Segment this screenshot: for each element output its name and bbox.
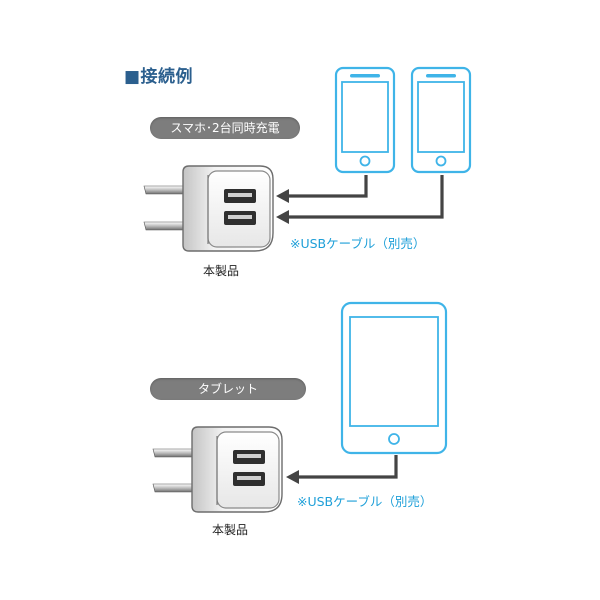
smartphone-dual-charge-label: スマホ･2台同時充電 [150, 117, 300, 139]
page-title: ■接続例 [124, 67, 194, 87]
usb-charger-icon [152, 426, 283, 513]
usb-cable-note-2: ※USBケーブル（別売） [297, 494, 433, 509]
product-label-2: 本製品 [212, 523, 249, 537]
arrow-icon [286, 470, 299, 484]
tablet-label: タブレット [150, 378, 306, 400]
tablet-icon [340, 301, 448, 455]
smartphone-icon [334, 66, 396, 174]
product-label-1: 本製品 [203, 264, 240, 278]
arrow-icon [276, 189, 289, 224]
usb-charger-icon [143, 165, 274, 252]
usb-cable [286, 175, 444, 219]
usb-cable-note-1: ※USBケーブル（別売） [290, 236, 426, 251]
usb-cable [296, 455, 398, 479]
smartphone-icon [410, 66, 472, 174]
